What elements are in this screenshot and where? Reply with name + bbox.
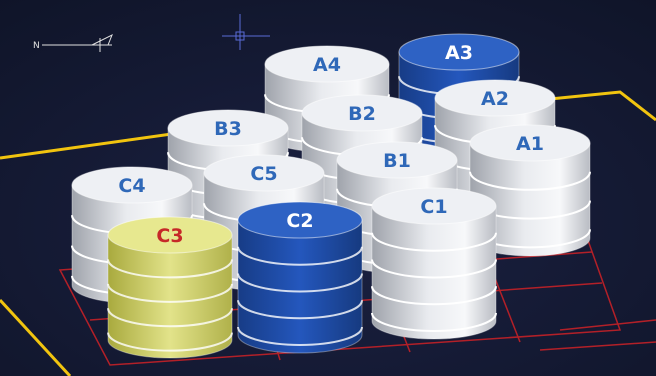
cylinder-ring xyxy=(237,273,363,293)
cylinder-top xyxy=(398,33,520,71)
cylinder-label: C4 xyxy=(118,175,145,197)
cylinder-top xyxy=(371,187,497,225)
cylinder-label: A2 xyxy=(481,88,509,110)
cylinder-label: C2 xyxy=(286,210,313,232)
cylinder-label: C5 xyxy=(250,163,277,185)
cylinder-label: C1 xyxy=(420,196,447,218)
cylinder-top xyxy=(203,154,325,192)
cylinder-label: B3 xyxy=(214,118,242,140)
cylinder-ring xyxy=(107,332,233,352)
cylinder-body xyxy=(371,205,497,340)
cylinder-label: A1 xyxy=(516,133,544,155)
cylinder-top xyxy=(264,45,390,83)
cylinder-top xyxy=(71,166,193,204)
cylinder-ring xyxy=(371,259,497,279)
cylinder-top xyxy=(167,109,289,147)
cylinder-a1[interactable]: A1 xyxy=(469,124,591,257)
cylinder-top xyxy=(107,216,233,254)
north-label: N xyxy=(33,41,40,51)
cylinder-c2[interactable]: C2 xyxy=(237,201,363,354)
cylinder-c3[interactable]: C3 xyxy=(107,216,233,359)
cylinder-ring xyxy=(469,171,591,191)
cylinder-label: B1 xyxy=(383,150,411,172)
ucs-crosshair-icon xyxy=(222,14,270,50)
cylinder-top xyxy=(237,201,363,239)
cylinder-top xyxy=(336,141,458,179)
cylinder-body xyxy=(107,234,233,359)
cylinder-ring xyxy=(371,286,497,306)
cylinder-ring xyxy=(371,312,497,332)
cylinder-top xyxy=(469,124,591,162)
cylinder-top xyxy=(434,79,556,117)
compass: N xyxy=(33,33,113,52)
cylinder-ring xyxy=(237,246,363,266)
cylinder-ring xyxy=(371,232,497,252)
cylinder-top xyxy=(301,94,423,132)
cylinder-body xyxy=(237,219,363,354)
cylinder-ring xyxy=(107,283,233,303)
cylinder-label: A4 xyxy=(313,54,341,76)
cylinder-ring xyxy=(107,259,233,279)
cylinder-label: C3 xyxy=(156,225,183,247)
cylinder-c1[interactable]: C1 xyxy=(371,187,497,340)
cylinder-label: A3 xyxy=(445,42,473,64)
cylinder-ring xyxy=(237,300,363,320)
cylinder-label: B2 xyxy=(348,103,376,125)
cylinder-ring xyxy=(237,326,363,346)
cylinder-ring xyxy=(107,308,233,328)
